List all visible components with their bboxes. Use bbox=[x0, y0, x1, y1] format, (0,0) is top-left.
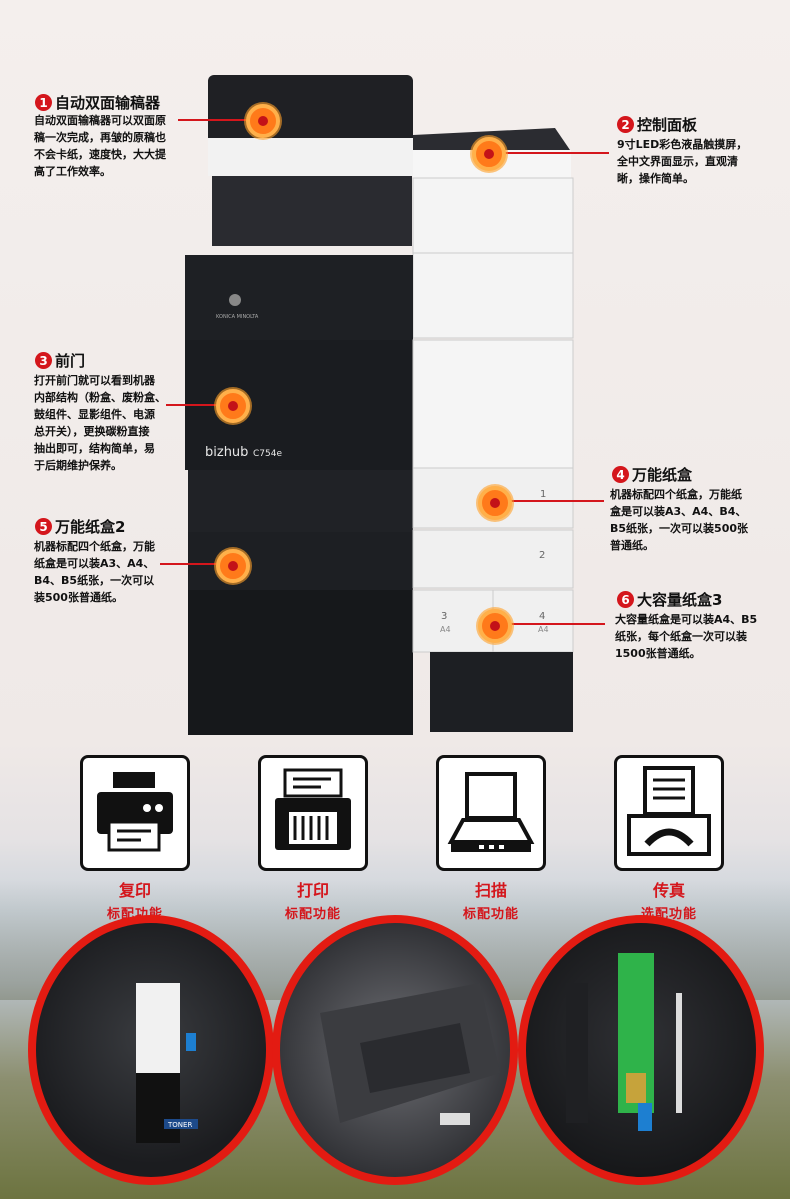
callout-1-number: 1 bbox=[35, 94, 52, 111]
desc-line: 纸张，每个纸盒一次可以装 bbox=[615, 630, 747, 643]
desc-line: 大容量纸盒是可以装A4、B5 bbox=[615, 613, 758, 626]
desc-line: 盒是可以装A3、A4、B4、 bbox=[610, 505, 747, 518]
function-name: 打印 bbox=[296, 881, 329, 900]
desc-line: B4、B5纸张，一次可以 bbox=[34, 574, 155, 587]
callout-3-line bbox=[166, 404, 226, 406]
model-suffix: C754e bbox=[253, 449, 282, 459]
callout-4-title: 4 万能纸盒 bbox=[612, 464, 692, 485]
callout-5-number: 5 bbox=[35, 518, 52, 535]
toner-label: TONER bbox=[167, 1121, 192, 1129]
tray-number-2: 2 bbox=[539, 550, 545, 561]
callout-1-title-text: 自动双面输稿器 bbox=[55, 94, 161, 112]
function-fax: 传真 选配功能 bbox=[614, 755, 724, 922]
callout-2-line bbox=[495, 152, 609, 154]
document-feeder bbox=[208, 75, 413, 145]
callout-5-title: 5 万能纸盒2 bbox=[35, 516, 125, 537]
callout-5-line bbox=[160, 563, 226, 565]
callout-4-number: 4 bbox=[612, 466, 629, 483]
callout-1-marker bbox=[246, 104, 280, 138]
function-sub: 标配功能 bbox=[284, 907, 341, 922]
desc-line: B5纸张，一次可以装500张 bbox=[610, 522, 748, 535]
desc-line: 鼓组件、显影组件、电源 bbox=[34, 408, 155, 421]
callout-3-title: 3 前门 bbox=[35, 350, 85, 371]
callout-5-marker bbox=[216, 549, 250, 583]
callout-3-number: 3 bbox=[35, 352, 52, 369]
desc-line: 打开前门就可以看到机器 bbox=[34, 374, 155, 387]
callout-1-title: 1 自动双面输稿器 bbox=[35, 92, 160, 113]
photo-toner-compartment: TONER bbox=[28, 915, 274, 1185]
callout-6-title-text: 大容量纸盒3 bbox=[637, 591, 723, 609]
paper-tray-2 bbox=[412, 529, 574, 589]
desc-line: 全中文界面显示，直观清 bbox=[617, 155, 738, 168]
desc-line: 不会卡纸，速度快，大大提 bbox=[34, 148, 166, 161]
callout-2-title-text: 控制面板 bbox=[637, 116, 698, 134]
callout-2-marker bbox=[472, 137, 506, 171]
function-sub: 标配功能 bbox=[462, 907, 519, 922]
tray-number-4: 4 bbox=[539, 611, 545, 622]
desc-line: 高了工作效率。 bbox=[34, 165, 111, 178]
function-name: 复印 bbox=[118, 881, 151, 900]
function-copy: 复印 标配功能 bbox=[80, 755, 190, 922]
callout-3-desc: 打开前门就可以看到机器 内部结构（粉盒、废粉盒、 鼓组件、显影组件、电源 总开关… bbox=[34, 372, 166, 474]
desc-line: 装500张普通纸。 bbox=[34, 591, 123, 604]
desc-line: 稿一次完成，再皱的原稿也 bbox=[34, 131, 166, 144]
desc-line: 纸盒是可以装A3、A4、 bbox=[34, 557, 155, 570]
scanner-icon bbox=[436, 755, 546, 871]
callout-6-line bbox=[500, 623, 605, 625]
function-print: 打印 标配功能 bbox=[258, 755, 368, 922]
function-name: 扫描 bbox=[474, 881, 507, 900]
desc-line: 9寸LED彩色液晶触摸屏， bbox=[617, 138, 748, 151]
callout-6-desc: 大容量纸盒是可以装A4、B5 纸张，每个纸盒一次可以装 1500张普通纸。 bbox=[615, 611, 757, 662]
callout-1-line bbox=[178, 119, 258, 121]
copier-icon bbox=[80, 755, 190, 871]
desc-line: 晰，操作简单。 bbox=[617, 172, 694, 185]
tray-number-1: 1 bbox=[540, 489, 546, 500]
function-name: 传真 bbox=[652, 881, 685, 900]
callout-4-line bbox=[500, 500, 604, 502]
callout-1-desc: 自动双面输稿器可以双面原 稿一次完成，再皱的原稿也 不会卡纸，速度快，大大提 高… bbox=[34, 112, 166, 180]
callout-6-title: 6 大容量纸盒3 bbox=[617, 589, 722, 610]
callout-2-title: 2 控制面板 bbox=[617, 114, 697, 135]
tray-size-3: A4 bbox=[440, 625, 451, 634]
photo-drum-unit bbox=[518, 915, 764, 1185]
model-label: bizhub bbox=[205, 445, 248, 460]
brand-text: KONICA MINOLTA bbox=[216, 314, 259, 320]
desc-line: 机器标配四个纸盒，万能纸 bbox=[610, 488, 742, 501]
callout-3-title-text: 前门 bbox=[55, 352, 86, 370]
callout-2-desc: 9寸LED彩色液晶触摸屏， 全中文界面显示，直观清 晰，操作简单。 bbox=[617, 136, 747, 187]
desc-line: 机器标配四个纸盒，万能 bbox=[34, 540, 155, 553]
desc-line: 普通纸。 bbox=[610, 539, 654, 552]
fax-icon bbox=[614, 755, 724, 871]
function-scan: 扫描 标配功能 bbox=[436, 755, 546, 922]
callout-4-title-text: 万能纸盒 bbox=[632, 466, 693, 484]
callout-5-desc: 机器标配四个纸盒，万能 纸盒是可以装A3、A4、 B4、B5纸张，一次可以 装5… bbox=[34, 538, 155, 606]
callout-6-number: 6 bbox=[617, 591, 634, 608]
callout-5-title-text: 万能纸盒2 bbox=[55, 518, 126, 536]
callout-2-number: 2 bbox=[617, 116, 634, 133]
desc-line: 抽出即可，结构简单，易 bbox=[34, 442, 155, 455]
callout-3-marker bbox=[216, 389, 250, 423]
callout-6-marker bbox=[478, 609, 512, 643]
desc-line: 1500张普通纸。 bbox=[615, 647, 701, 660]
printer-icon bbox=[258, 755, 368, 871]
tray-size-4: A4 bbox=[538, 625, 549, 634]
desc-line: 内部结构（粉盒、废粉盒、 bbox=[34, 391, 166, 404]
desc-line: 自动双面输稿器可以双面原 bbox=[34, 114, 166, 127]
desc-line: 总开关），更换碳粉直接 bbox=[34, 425, 150, 438]
photo-document-feeder bbox=[272, 915, 518, 1185]
brand-logo bbox=[229, 294, 241, 306]
callout-4-desc: 机器标配四个纸盒，万能纸 盒是可以装A3、A4、B4、 B5纸张，一次可以装50… bbox=[610, 486, 748, 554]
desc-line: 于后期维护保养。 bbox=[34, 459, 122, 472]
callout-4-marker bbox=[478, 486, 512, 520]
tray-number-3: 3 bbox=[441, 611, 447, 622]
